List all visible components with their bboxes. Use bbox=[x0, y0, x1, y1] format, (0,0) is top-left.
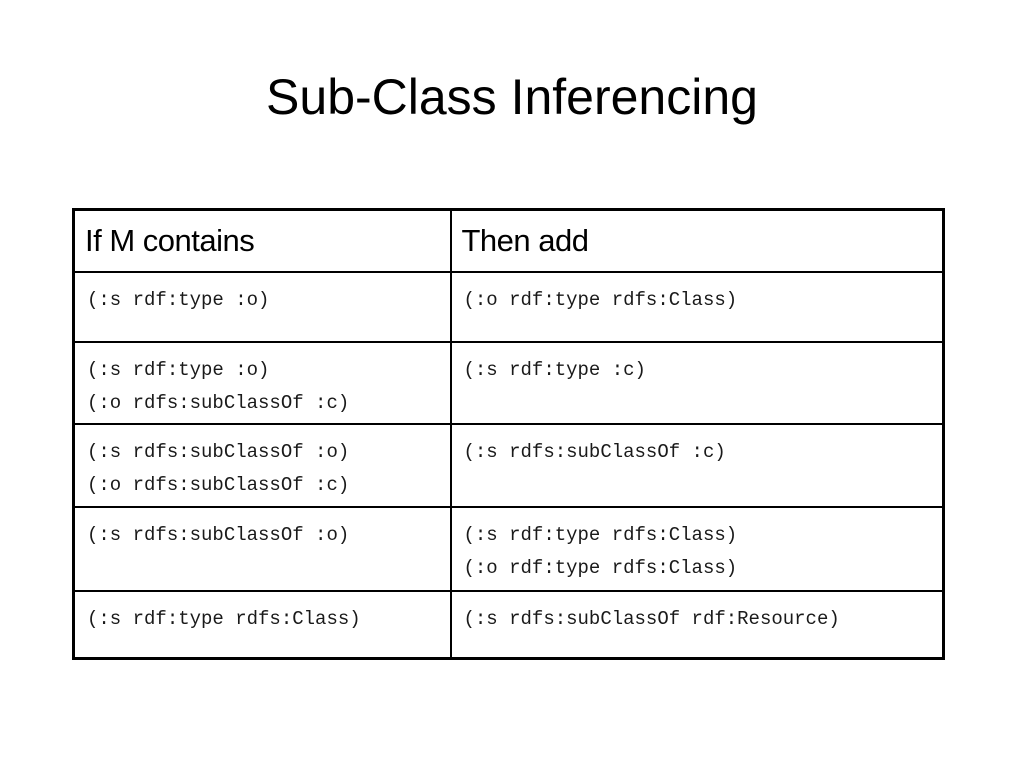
triple-line: (:s rdfs:subClassOf :c) bbox=[463, 440, 726, 463]
triple-line: (:o rdf:type rdfs:Class) bbox=[463, 288, 738, 311]
table-header-row: If M contains Then add bbox=[72, 208, 945, 273]
column-header-then: Then add bbox=[449, 208, 945, 273]
if-cell: (:s rdfs:subClassOf :o) bbox=[72, 505, 452, 592]
then-cell: (:s rdfs:subClassOf :c) bbox=[449, 422, 945, 508]
if-cell: (:s rdfs:subClassOf :o) (:o rdfs:subClas… bbox=[72, 422, 452, 508]
triple-line: (:s rdfs:subClassOf :o) bbox=[87, 523, 350, 546]
then-cell: (:s rdf:type rdfs:Class) (:o rdf:type rd… bbox=[449, 505, 945, 592]
triple-line: (:o rdfs:subClassOf :c) bbox=[87, 391, 350, 414]
inference-rules-table: If M contains Then add (:s rdf:type :o) … bbox=[72, 208, 945, 660]
triple-line: (:s rdf:type :o) bbox=[87, 288, 270, 311]
table-row: (:s rdf:type rdfs:Class) (:s rdfs:subCla… bbox=[72, 589, 945, 660]
then-cell: (:s rdf:type :c) bbox=[449, 340, 945, 425]
then-cell: (:o rdf:type rdfs:Class) bbox=[449, 270, 945, 343]
triple-line: (:s rdfs:subClassOf :o) bbox=[87, 440, 350, 463]
table-row: (:s rdfs:subClassOf :o) (:o rdfs:subClas… bbox=[72, 422, 945, 508]
triple-line: (:o rdfs:subClassOf :c) bbox=[87, 473, 350, 496]
column-header-if: If M contains bbox=[72, 208, 452, 273]
page-title: Sub-Class Inferencing bbox=[266, 69, 758, 125]
triple-line: (:o rdf:type rdfs:Class) bbox=[463, 556, 738, 579]
triple-line: (:s rdf:type :c) bbox=[463, 358, 646, 381]
triple-line: (:s rdf:type rdfs:Class) bbox=[87, 607, 361, 630]
table-row: (:s rdf:type :o) (:o rdfs:subClassOf :c)… bbox=[72, 340, 945, 425]
table-row: (:s rdfs:subClassOf :o) (:s rdf:type rdf… bbox=[72, 505, 945, 592]
then-cell: (:s rdfs:subClassOf rdf:Resource) bbox=[449, 589, 945, 660]
triple-line: (:s rdfs:subClassOf rdf:Resource) bbox=[463, 607, 840, 630]
triple-line: (:s rdf:type :o) bbox=[87, 358, 270, 381]
if-cell: (:s rdf:type :o) (:o rdfs:subClassOf :c) bbox=[72, 340, 452, 425]
triple-line: (:s rdf:type rdfs:Class) bbox=[463, 523, 738, 546]
table-row: (:s rdf:type :o) (:o rdf:type rdfs:Class… bbox=[72, 270, 945, 343]
if-cell: (:s rdf:type :o) bbox=[72, 270, 452, 343]
if-cell: (:s rdf:type rdfs:Class) bbox=[72, 589, 452, 660]
